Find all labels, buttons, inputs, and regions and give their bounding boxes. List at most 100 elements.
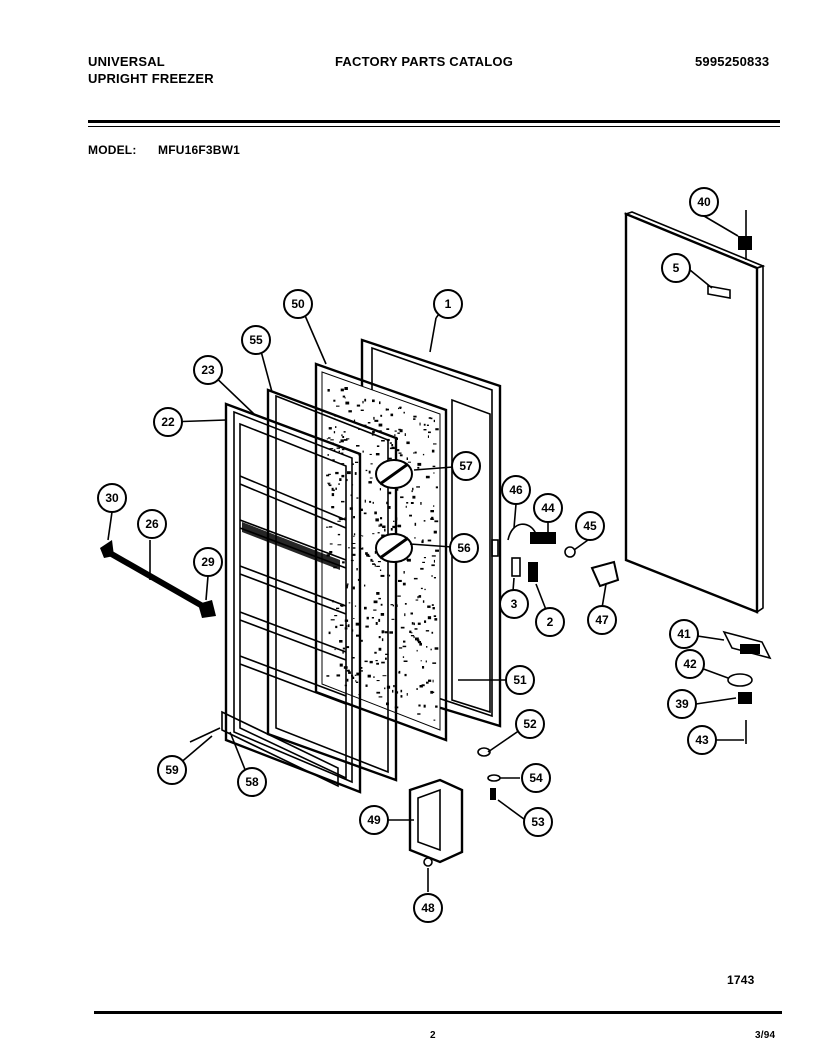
brand-text: UNIVERSAL xyxy=(88,54,165,69)
insulation-speck xyxy=(381,534,385,537)
insulation-speck xyxy=(342,436,345,438)
insulation-speck xyxy=(399,406,402,409)
product-text: UPRIGHT FREEZER xyxy=(88,71,214,86)
insulation-speck xyxy=(428,431,431,434)
insulation-speck xyxy=(430,510,434,513)
footer-date: 3/94 xyxy=(755,1030,776,1041)
insulation-speck xyxy=(412,495,416,499)
insulation-speck xyxy=(339,478,342,481)
insulation-speck xyxy=(329,448,334,450)
insulation-speck xyxy=(394,430,397,432)
insulation-speck xyxy=(369,453,372,455)
insulation-speck xyxy=(331,493,335,497)
insulation-speck xyxy=(433,419,435,423)
insulation-speck xyxy=(346,583,349,585)
insulation-speck xyxy=(402,656,405,658)
svg-text:53: 53 xyxy=(531,815,545,829)
insulation-speck xyxy=(423,557,426,559)
insulation-speck xyxy=(416,639,420,642)
svg-text:50: 50 xyxy=(291,297,305,311)
callout-30: 30 xyxy=(97,483,127,513)
callout-47: 47 xyxy=(587,605,617,635)
insulation-speck xyxy=(352,657,355,659)
insulation-speck xyxy=(393,520,395,522)
insulation-speck xyxy=(431,449,435,453)
insulation-speck xyxy=(432,465,436,468)
insulation-speck xyxy=(330,619,335,621)
insulation-speck xyxy=(425,660,427,663)
insulation-speck xyxy=(410,502,414,504)
insulation-speck xyxy=(410,632,413,634)
insulation-speck xyxy=(376,565,380,567)
insulation-speck xyxy=(368,470,371,474)
insulation-speck xyxy=(433,530,437,534)
callout-1: 1 xyxy=(433,289,463,319)
insulation-speck xyxy=(346,478,348,482)
insulation-speck xyxy=(433,719,436,721)
insulation-speck xyxy=(427,435,429,438)
insulation-speck xyxy=(428,679,432,682)
insulation-speck xyxy=(352,547,356,549)
insulation-speck xyxy=(372,501,374,504)
insulation-speck xyxy=(341,448,345,451)
insulation-speck xyxy=(353,533,356,536)
insulation-speck xyxy=(346,678,349,682)
insulation-speck xyxy=(335,426,337,428)
insulation-speck xyxy=(378,618,381,622)
insulation-speck xyxy=(376,445,380,447)
insulation-speck xyxy=(334,649,336,651)
insulation-speck xyxy=(376,592,380,595)
insulation-speck xyxy=(326,554,330,557)
insulation-speck xyxy=(373,416,375,420)
insulation-speck xyxy=(426,424,429,426)
insulation-speck xyxy=(374,651,377,654)
insulation-speck xyxy=(427,539,432,542)
insulation-speck xyxy=(425,475,430,479)
insulation-speck xyxy=(433,577,436,579)
insulation-speck xyxy=(375,518,379,522)
insulation-speck xyxy=(399,454,403,457)
svg-text:58: 58 xyxy=(245,775,259,789)
insulation-speck xyxy=(326,438,328,440)
callout-54: 54 xyxy=(521,763,551,793)
insulation-speck xyxy=(353,618,355,619)
shelf-bar xyxy=(100,540,216,618)
insulation-speck xyxy=(340,439,344,443)
insulation-speck xyxy=(413,622,415,626)
callout-56: 56 xyxy=(449,533,479,563)
insulation-speck xyxy=(403,640,406,643)
insulation-speck xyxy=(391,618,395,620)
insulation-speck xyxy=(380,414,383,417)
insulation-speck xyxy=(415,637,419,641)
footer-rule xyxy=(94,1011,782,1014)
insulation-speck xyxy=(413,577,418,580)
insulation-speck xyxy=(412,487,414,491)
insulation-speck xyxy=(397,432,400,434)
insulation-speck xyxy=(356,404,361,407)
insulation-speck xyxy=(327,454,329,456)
insulation-speck xyxy=(435,428,439,431)
insulation-speck xyxy=(372,431,375,434)
insulation-speck xyxy=(390,604,393,606)
insulation-speck xyxy=(333,399,336,402)
callout-48: 48 xyxy=(413,893,443,923)
insulation-speck xyxy=(361,670,363,672)
insulation-speck xyxy=(421,684,425,687)
insulation-speck xyxy=(341,500,345,503)
insulation-speck xyxy=(342,395,346,398)
insulation-speck xyxy=(342,647,346,650)
insulation-speck xyxy=(336,674,341,677)
svg-text:44: 44 xyxy=(541,501,555,515)
callout-5: 5 xyxy=(661,253,691,283)
insulation-speck xyxy=(376,680,380,682)
insulation-speck xyxy=(431,555,436,557)
insulation-speck xyxy=(402,582,406,586)
insulation-speck xyxy=(392,689,394,693)
insulation-speck xyxy=(370,463,373,465)
insulation-speck xyxy=(339,663,343,667)
insulation-speck xyxy=(416,649,418,652)
callout-39: 39 xyxy=(667,689,697,719)
inner-door-liner xyxy=(224,402,362,794)
callout-50: 50 xyxy=(283,289,313,319)
callout-52: 52 xyxy=(515,709,545,739)
